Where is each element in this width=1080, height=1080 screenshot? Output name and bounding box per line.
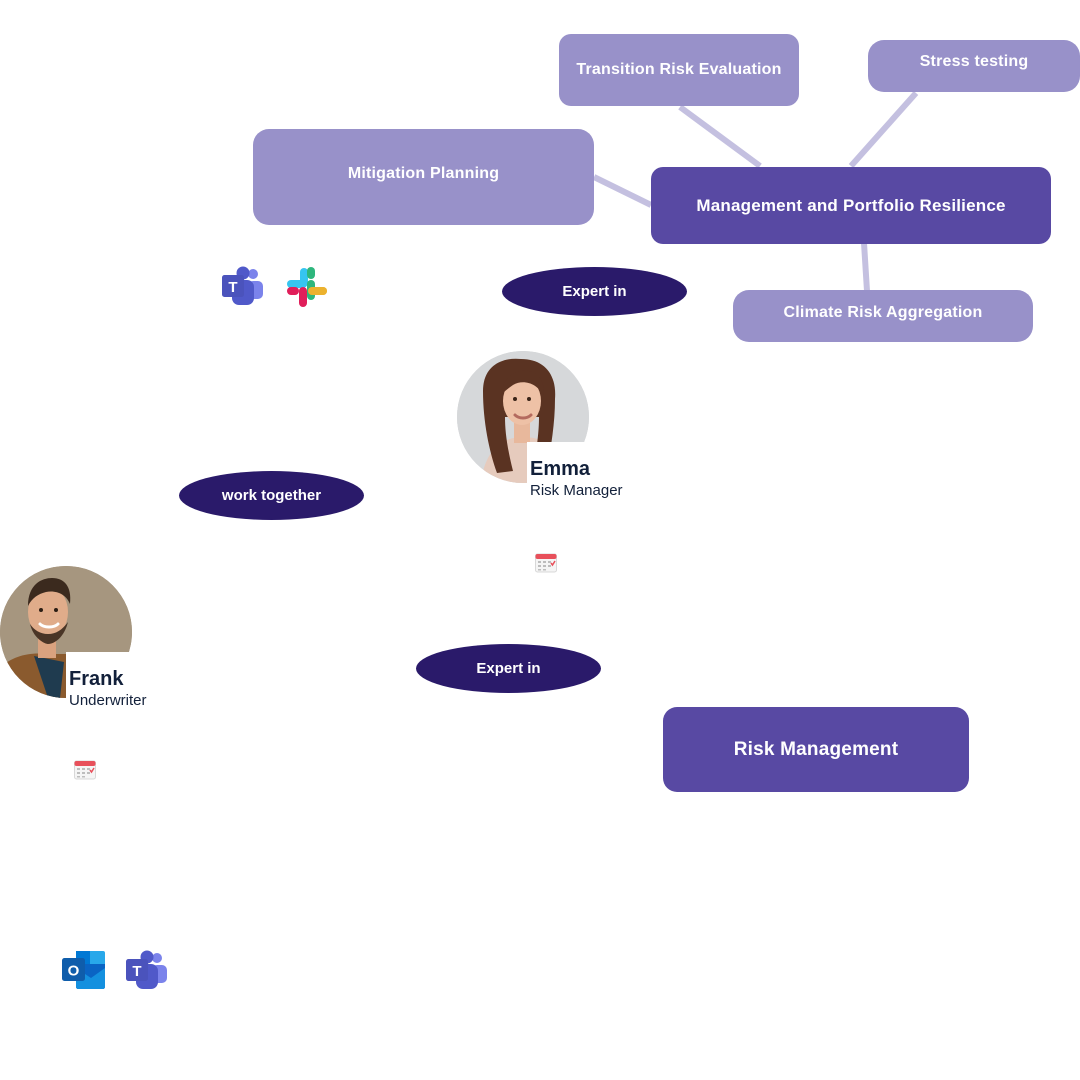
svg-text:O: O [68,963,80,980]
frank-role: Underwriter [69,692,147,709]
topic-climate-risk-aggregation[interactable]: Climate Risk Aggregation [733,290,1033,342]
topic-risk-management-label: Risk Management [733,738,899,760]
calendar-icon[interactable] [74,760,96,780]
topic-stress-testing-label: Stress testing [919,53,1029,70]
microsoft-teams-icon[interactable]: T [222,266,264,306]
topic-mitigation-planning[interactable]: Mitigation Planning [253,129,594,225]
connector-management-to-aggregation [861,242,870,292]
relation-emma-expert-in-label: Expert in [562,283,627,300]
topic-management-portfolio-resilience[interactable]: Management and Portfolio Resilience [651,167,1051,244]
frank-name: Frank [69,668,124,690]
relation-emma-expert-in[interactable]: Expert in [502,267,687,316]
outlook-icon[interactable]: O [62,950,106,990]
relation-work-together-label: work together [221,487,322,504]
slack-icon[interactable] [286,266,328,308]
svg-text:T: T [228,279,237,296]
topic-risk-management[interactable]: Risk Management [663,707,969,792]
relation-frank-expert-in-label: Expert in [476,660,541,677]
emma-role: Risk Manager [530,482,623,499]
microsoft-teams-icon[interactable]: T [126,950,168,990]
emma-avatar-cutout [527,442,597,487]
svg-text:T: T [132,963,141,980]
topic-transition-risk-evaluation[interactable]: Transition Risk Evaluation [559,34,799,106]
connector-transition-to-management [678,104,762,169]
relation-work-together[interactable]: work together [179,471,364,520]
connector-mitigation-to-management [592,174,653,208]
relation-frank-expert-in[interactable]: Expert in [416,644,601,693]
topic-mitigation-planning-label: Mitigation Planning [347,165,500,182]
emma-name: Emma [530,458,591,480]
frank-avatar-cutout [66,652,136,702]
topic-climate-risk-aggregation-label: Climate Risk Aggregation [783,304,983,321]
topic-management-portfolio-resilience-label: Management and Portfolio Resilience [696,195,1006,215]
calendar-icon[interactable] [535,553,557,573]
topic-stress-testing[interactable]: Stress testing [868,40,1080,92]
topic-transition-risk-evaluation-label: Transition Risk Evaluation [576,61,782,78]
connector-stress-to-management [848,91,919,168]
